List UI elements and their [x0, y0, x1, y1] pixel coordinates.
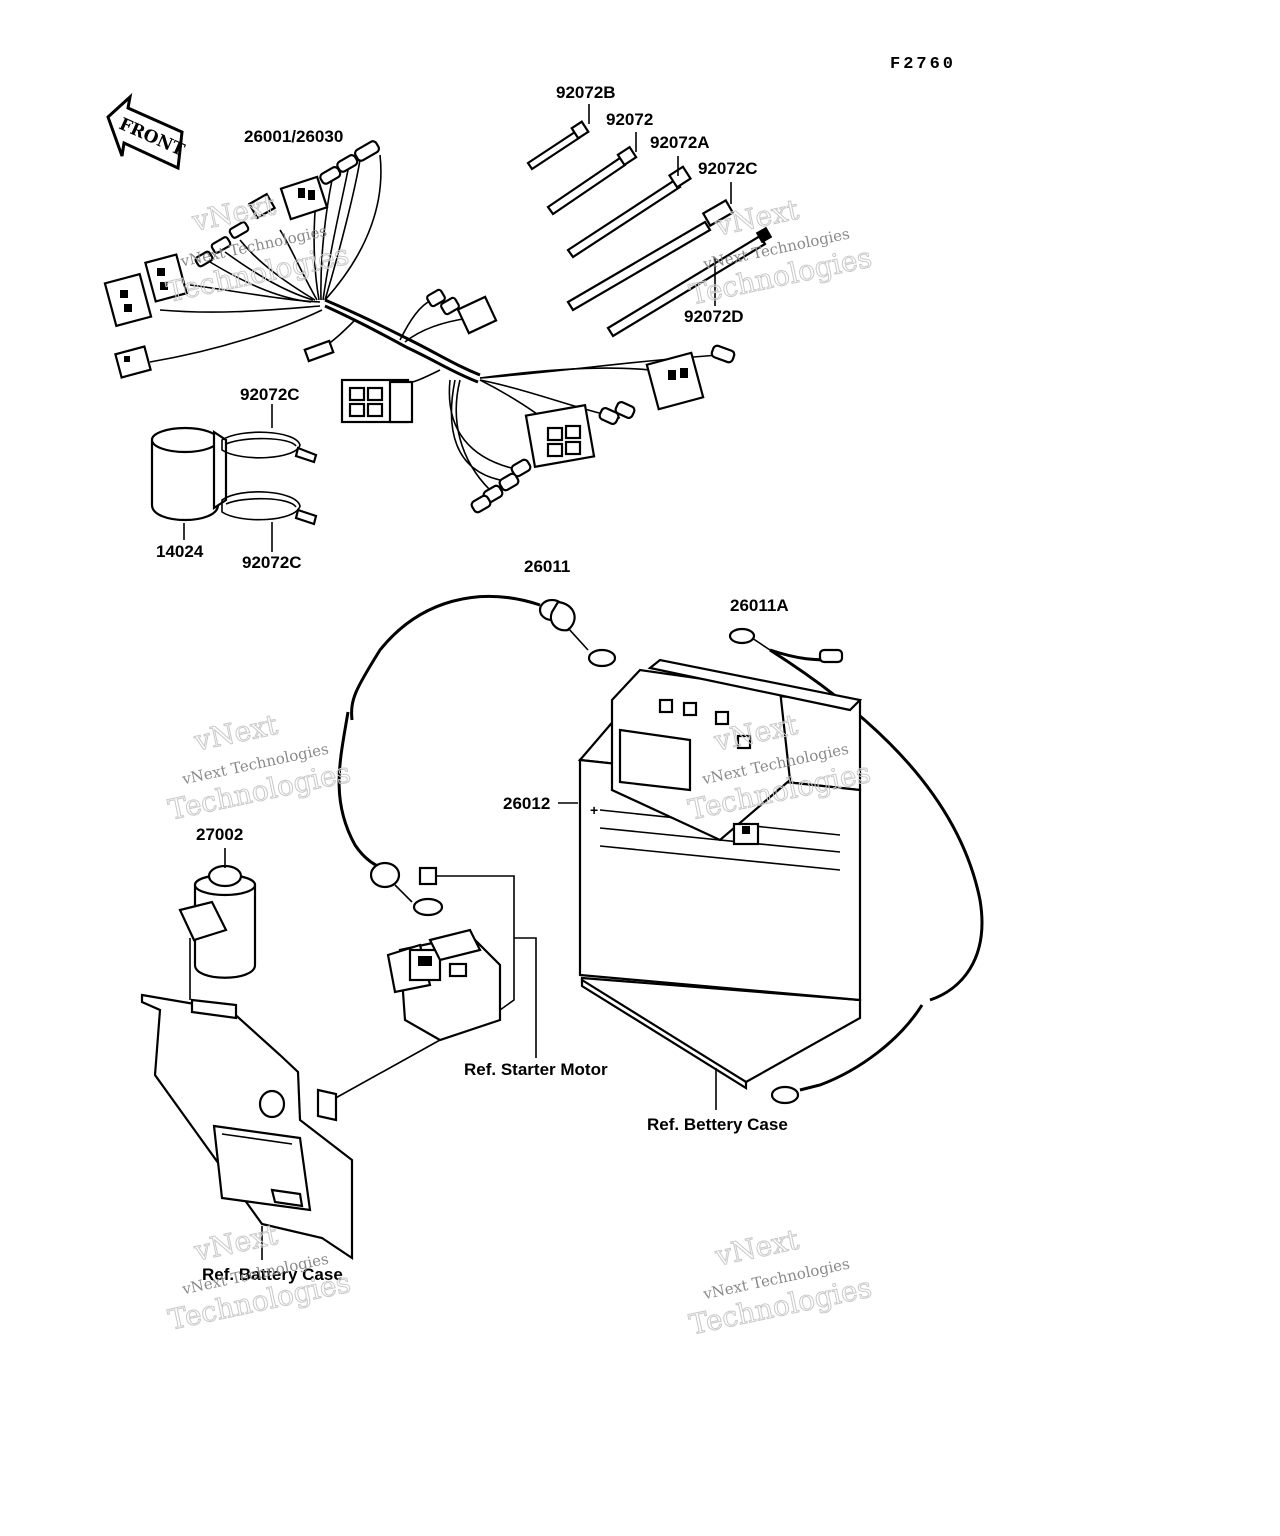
watermark-3: vNext vNext Technologies Technologies: [165, 707, 354, 827]
cable-tie-92072: [546, 145, 638, 216]
cover-14024: [150, 426, 228, 521]
relay-27002: [178, 864, 257, 979]
callout-harness: 26001/26030: [244, 127, 343, 146]
battery-cable-26011: [337, 594, 617, 917]
callout-battery-case-ref-lower: Ref. Battery Case: [202, 1265, 343, 1284]
cable-tie-92072c: [566, 198, 735, 312]
callout-tie: 92072: [606, 110, 653, 129]
callout-cover: 14024: [156, 542, 204, 561]
watermark-2: vNext vNext Technologies Technologies: [686, 192, 875, 312]
wire-harness: [103, 140, 736, 514]
band-clamp-upper: [221, 431, 318, 464]
front-arrow-icon: FRONT: [106, 92, 188, 171]
cable-tie-92072a: [566, 165, 693, 259]
battery-case-panel: [140, 993, 354, 1261]
cable-tie-92072d: [606, 226, 773, 338]
sheet-code: F2760: [890, 55, 956, 74]
cable-tie-92072b: [526, 120, 590, 171]
callout-starter-ref: Ref. Starter Motor: [464, 1060, 608, 1079]
cable-ties: [526, 120, 773, 338]
callout-battery: 26012: [503, 794, 550, 813]
svg-text:+: +: [590, 802, 598, 818]
band-clamp-lower: [221, 491, 318, 526]
watermark-6: vNext vNext Technologies Technologies: [686, 1222, 875, 1342]
svg-text:vNext: vNext: [712, 1223, 803, 1273]
callout-battery-case-ref: Ref. Bettery Case: [647, 1115, 788, 1134]
callout-tie-a: 92072A: [650, 133, 710, 152]
callout-cable-positive: 26011: [524, 557, 570, 576]
starter-relay: [331, 866, 537, 1101]
callout-clamp-upper: 92072C: [240, 385, 300, 404]
callout-tie-b: 92072B: [556, 83, 616, 102]
callout-clamp-lower: 92072C: [242, 553, 302, 572]
callout-tie-d: 92072D: [684, 307, 744, 326]
svg-text:vNext: vNext: [191, 708, 282, 758]
callout-cable-ground: 26011A: [730, 596, 789, 615]
callout-tie-c: 92072C: [698, 159, 758, 178]
battery-26012: +: [577, 658, 863, 1090]
callout-relay: 27002: [196, 825, 243, 844]
svg-text:vNext: vNext: [191, 1218, 282, 1268]
